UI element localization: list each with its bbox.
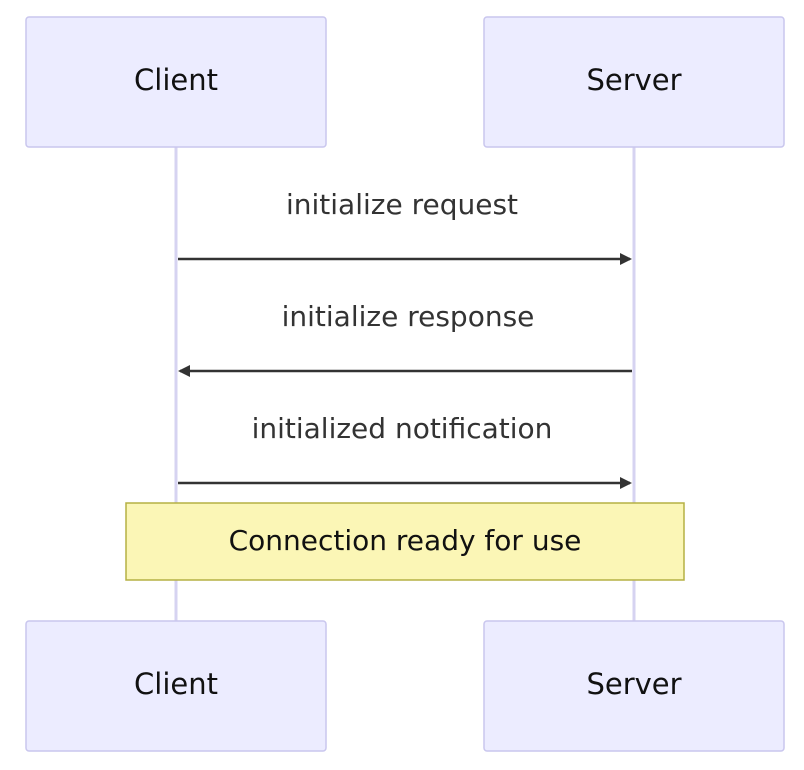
client-actor-bottom: Client bbox=[25, 620, 327, 752]
server-actor-top: Server bbox=[483, 16, 785, 148]
note-box bbox=[125, 502, 685, 581]
message-initialize-response: initialize response bbox=[178, 300, 632, 377]
message-label: initialize response bbox=[282, 300, 535, 333]
client-actor-top-label: Client bbox=[134, 63, 218, 97]
client-actor-top-box bbox=[25, 16, 327, 148]
note-label: Connection ready for use bbox=[229, 524, 582, 557]
message-label: initialized notification bbox=[252, 412, 553, 445]
server-actor-top-box bbox=[483, 16, 785, 148]
client-actor-top: Client bbox=[25, 16, 327, 148]
server-actor-bottom: Server bbox=[483, 620, 785, 752]
server-actor-top-label: Server bbox=[586, 63, 681, 97]
client-actor-bottom-label: Client bbox=[134, 667, 218, 701]
client-actor-bottom-box bbox=[25, 620, 327, 752]
message-label: initialize request bbox=[286, 188, 518, 221]
message-initialize-request: initialize request bbox=[178, 188, 632, 265]
server-actor-bottom-label: Server bbox=[586, 667, 681, 701]
note-connection-ready: Connection ready for use bbox=[125, 502, 685, 581]
server-actor-bottom-box bbox=[483, 620, 785, 752]
message-initialized-notification: initialized notification bbox=[178, 412, 632, 489]
